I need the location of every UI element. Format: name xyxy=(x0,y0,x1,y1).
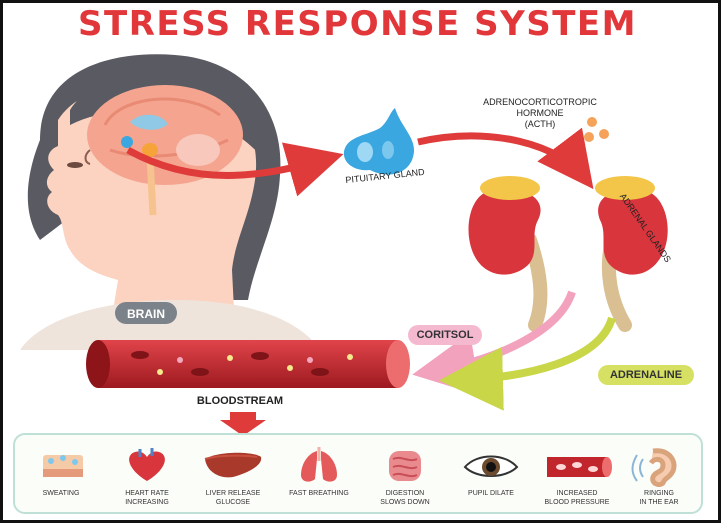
acth-label-line1: ADRENOCORTICOTROPIC xyxy=(483,97,597,107)
brain-label: BRAIN xyxy=(127,307,165,321)
bloodstream-label: BLOODSTREAM xyxy=(196,395,284,407)
symptom-label-2: GLUCOSE xyxy=(215,499,251,506)
blood-vessel-icon xyxy=(547,457,612,477)
brain-to-pituitary-arrow xyxy=(126,142,344,197)
symptoms-panel: SWEATING HEART RATE INCREASING LIVER RELE… xyxy=(13,433,703,514)
blood-vessel xyxy=(86,340,410,388)
symptom-label-2: BLOOD PRESSURE xyxy=(544,499,610,506)
acth-label-line2: HORMONE xyxy=(516,108,564,118)
symptom-blood-pressure: INCREASED BLOOD PRESSURE xyxy=(537,443,617,513)
left-kidney-icon xyxy=(468,176,548,332)
symptom-label: INCREASED xyxy=(556,490,598,497)
symptom-pupil: PUPIL DILATE xyxy=(451,443,531,513)
ear-icon xyxy=(631,448,677,488)
head-illustration xyxy=(20,54,320,350)
heart-icon xyxy=(129,448,165,481)
lungs-icon xyxy=(301,447,337,482)
eye-icon xyxy=(463,455,519,477)
symptom-label-2: SLOWS DOWN xyxy=(380,499,430,506)
symptom-label: HEART RATE xyxy=(125,490,169,497)
symptom-liver: LIVER RELEASE GLUCOSE xyxy=(193,443,273,513)
symptom-label: FAST BREATHING xyxy=(289,490,349,497)
symptom-label-2: INCREASING xyxy=(125,499,169,506)
liver-icon xyxy=(204,452,262,478)
acth-label-line3: (ACTH) xyxy=(524,119,556,129)
symptom-label: DIGESTION xyxy=(385,490,425,497)
brain-label-bg xyxy=(115,302,177,324)
adrenaline-arrow xyxy=(439,316,616,411)
symptom-heart-rate: HEART RATE INCREASING xyxy=(107,443,187,513)
adrenaline-pill: ADRENALINE xyxy=(598,365,694,385)
symptom-label: SWEATING xyxy=(42,490,80,497)
pituitary-to-adrenal-arrow xyxy=(417,127,594,190)
symptom-sweating: SWEATING xyxy=(21,443,101,513)
cortisol-pill: CORITSOL xyxy=(408,325,482,345)
page-title: STRESS RESPONSE SYSTEM xyxy=(78,4,637,44)
symptom-ear: RINGING IN THE EAR xyxy=(619,443,699,513)
symptom-label-2: IN THE EAR xyxy=(639,499,679,506)
symptom-label: PUPIL DILATE xyxy=(468,490,514,497)
bloodstream-down-arrow xyxy=(220,412,266,436)
sweat-skin-icon xyxy=(43,455,83,477)
right-kidney-icon xyxy=(595,176,668,332)
symptom-label: LIVER RELEASE xyxy=(205,490,261,497)
symptom-breathing: FAST BREATHING xyxy=(279,443,359,513)
intestine-icon xyxy=(389,451,421,481)
symptom-digestion: DIGESTION SLOWS DOWN xyxy=(365,443,445,513)
symptom-label: RINGING xyxy=(644,490,674,497)
shoulders xyxy=(20,300,320,350)
pituitary-gland-icon xyxy=(343,108,415,175)
